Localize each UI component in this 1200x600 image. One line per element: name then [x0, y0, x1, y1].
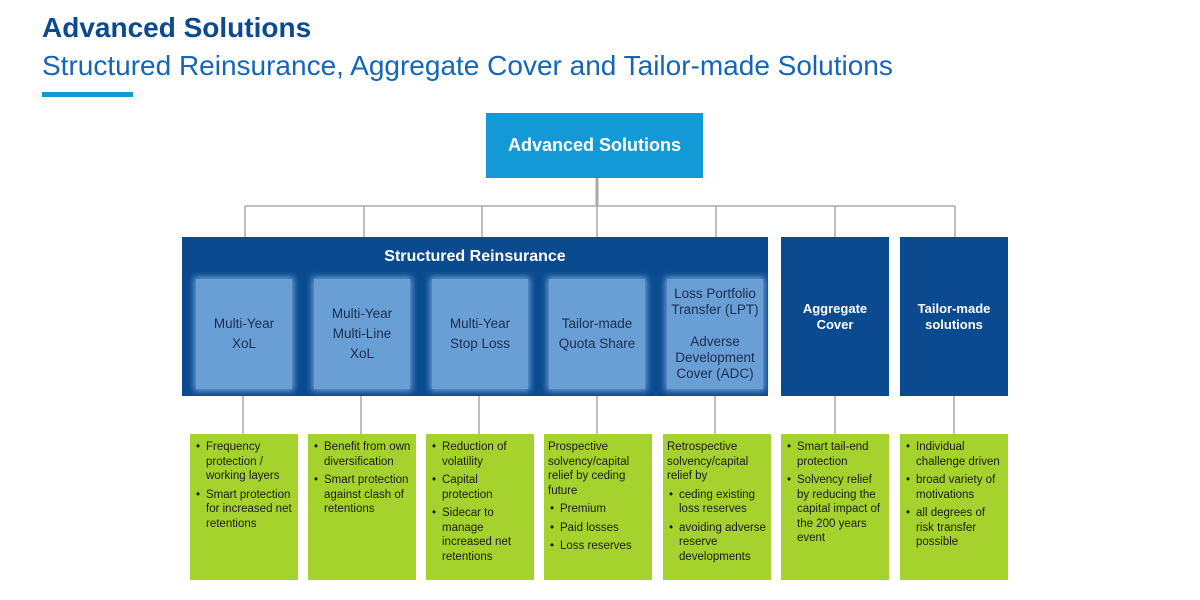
detail-bullet: Frequency protection / working layers: [194, 440, 294, 484]
detail-bullet: avoiding adverse reserve developments: [667, 521, 767, 565]
sub-node-multi-year-multi-line-xol: Multi-Year Multi-Line XoL: [314, 279, 410, 389]
detail-bullet: Smart protection for increased net reten…: [194, 488, 294, 532]
detail-box-quota-share: Prospective solvency/capital relief by c…: [544, 434, 652, 580]
detail-box-aggregate-cover: Smart tail-end protection Solvency relie…: [781, 434, 889, 580]
aggregate-cover-label: Aggregate Cover: [802, 300, 868, 332]
tailor-made-solutions-label: Tailor-made solutions: [917, 300, 991, 332]
sub-node-multi-year-xol: Multi-Year XoL: [196, 279, 292, 389]
title-accent-bar: [42, 92, 133, 97]
detail-bullet-list: Benefit from own diversification Smart p…: [312, 440, 412, 517]
detail-box-multi-line-xol: Benefit from own diversification Smart p…: [308, 434, 416, 580]
detail-bullet-list: Smart tail-end protection Solvency relie…: [785, 440, 885, 546]
detail-bullet-list: ceding existing loss reserves avoiding a…: [667, 488, 767, 565]
detail-bullet: Sidecar to manage increased net retentio…: [430, 506, 530, 564]
detail-bullet: Individual challenge driven: [904, 440, 1004, 469]
sub-node-label: Multi-Year Stop Loss: [449, 316, 511, 351]
detail-bullet: Reduction of volatility: [430, 440, 530, 469]
page-title: Advanced Solutions: [42, 12, 312, 43]
detail-bullet: broad variety of motivations: [904, 473, 1004, 502]
structured-reinsurance-panel: Structured Reinsurance Multi-Year XoL Mu…: [182, 237, 768, 396]
detail-bullet-list: Frequency protection / working layers Sm…: [194, 440, 294, 531]
sub-node-tailor-made-quota-share: Tailor-made Quota Share: [549, 279, 645, 389]
detail-box-tailor-made: Individual challenge driven broad variet…: [900, 434, 1008, 580]
sub-node-label: Loss Portfolio Transfer (LPT) Adverse De…: [671, 286, 759, 381]
sub-node-label: Multi-Year XoL: [213, 316, 275, 351]
detail-bullet: all degrees of risk transfer possible: [904, 506, 1004, 550]
detail-bullet: Premium: [548, 502, 648, 517]
tailor-made-solutions-node: Tailor-made solutions: [900, 237, 1008, 396]
detail-bullet: Loss reserves: [548, 539, 648, 554]
root-node-label: Advanced Solutions: [507, 135, 682, 155]
aggregate-cover-node: Aggregate Cover: [781, 237, 889, 396]
detail-bullet: Smart protection against clash of retent…: [312, 473, 412, 517]
detail-bullet-list: Reduction of volatility Capital protecti…: [430, 440, 530, 564]
detail-box-lpt-adc: Retrospective solvency/capital relief by…: [663, 434, 771, 580]
detail-bullet: Solvency relief by reducing the capital …: [785, 473, 885, 546]
detail-box-stop-loss: Reduction of volatility Capital protecti…: [426, 434, 534, 580]
detail-bullet: Smart tail-end protection: [785, 440, 885, 469]
detail-intro: Prospective solvency/capital relief by c…: [548, 441, 630, 497]
sub-node-lpt-adc: Loss Portfolio Transfer (LPT) Adverse De…: [667, 279, 763, 389]
sub-node-label: Tailor-made Quota Share: [558, 316, 636, 351]
sub-node-multi-year-stop-loss: Multi-Year Stop Loss: [432, 279, 528, 389]
detail-bullet: Capital protection: [430, 473, 530, 502]
detail-bullet: ceding existing loss reserves: [667, 488, 767, 517]
detail-bullet-list: Premium Paid losses Loss reserves: [548, 502, 648, 554]
detail-bullet: Benefit from own diversification: [312, 440, 412, 469]
page-subtitle: Structured Reinsurance, Aggregate Cover …: [42, 50, 893, 81]
structured-reinsurance-title: Structured Reinsurance: [384, 248, 566, 265]
detail-box-multi-year-xol: Frequency protection / working layers Sm…: [190, 434, 298, 580]
sub-node-label: Multi-Year Multi-Line XoL: [331, 306, 393, 361]
detail-intro: Retrospective solvency/capital relief by: [667, 441, 749, 482]
root-node: Advanced Solutions: [486, 113, 703, 178]
detail-bullet-list: Individual challenge driven broad variet…: [904, 440, 1004, 550]
detail-bullet: Paid losses: [548, 521, 648, 536]
